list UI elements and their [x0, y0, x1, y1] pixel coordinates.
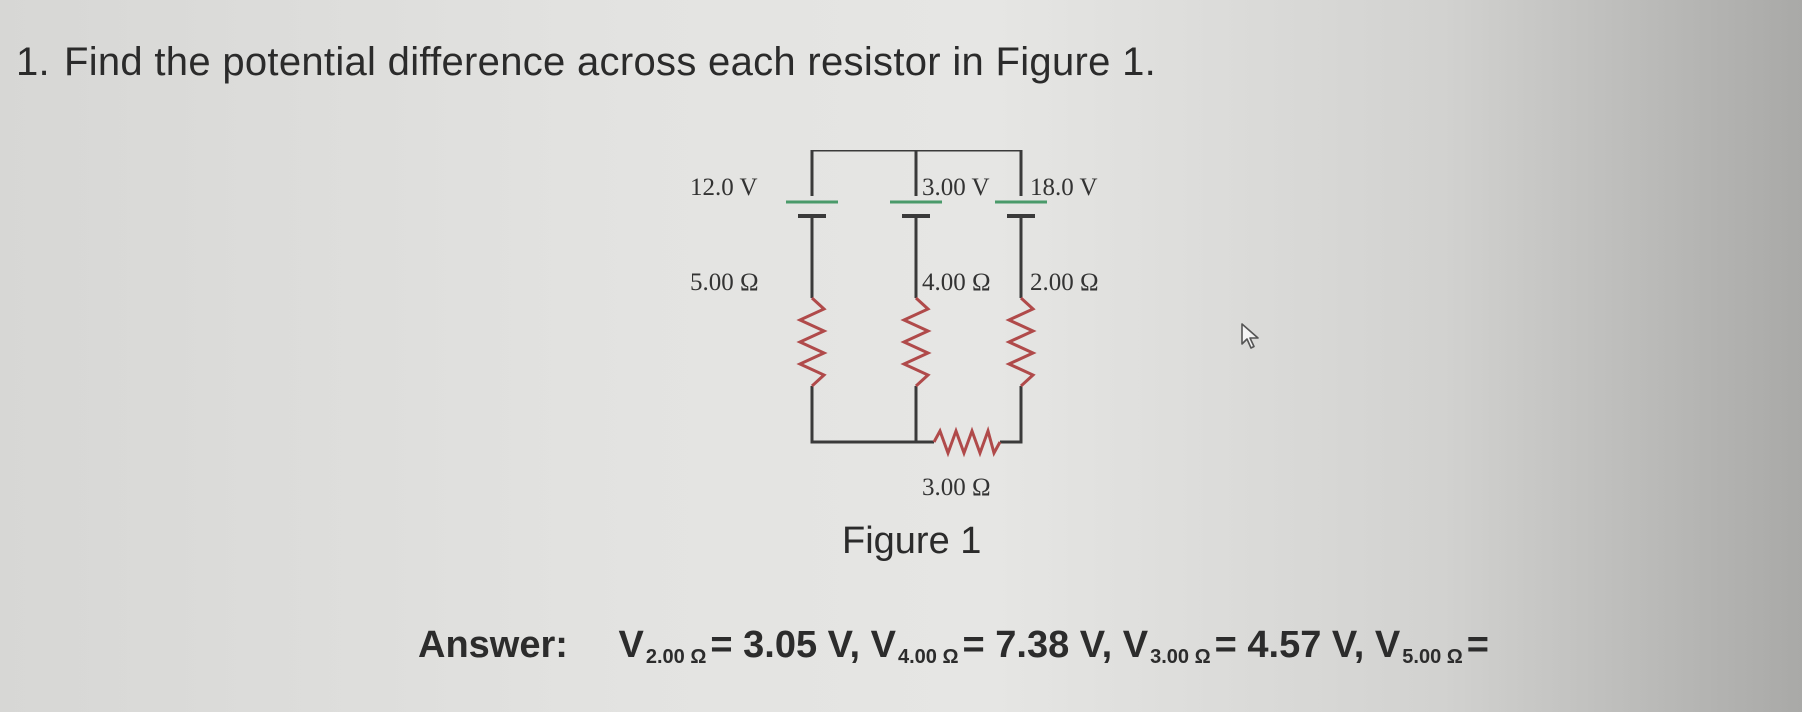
question-number: 1.	[16, 40, 50, 84]
resistor-left	[796, 296, 828, 388]
battery-middle	[890, 200, 942, 218]
circuit-figure: 12.0 V 3.00 V 18.0 V 5.00 Ω 4.00 Ω 2.00 …	[690, 150, 1170, 510]
resistor-left-label: 5.00 Ω	[690, 269, 759, 296]
resistor-bottom	[932, 426, 1002, 458]
mouse-pointer-icon	[1240, 322, 1262, 355]
question-text: 1. Find the potential difference across e…	[16, 40, 1156, 85]
resistor-bottom-label: 3.00 Ω	[922, 474, 991, 501]
battery-right	[995, 200, 1047, 218]
resistor-right	[1005, 296, 1037, 388]
question-prompt: Find the potential difference across eac…	[63, 40, 1157, 84]
figure-caption: Figure 1	[842, 520, 982, 562]
resistor-middle-label: 4.00 Ω	[922, 269, 991, 296]
battery-left	[786, 200, 838, 218]
answer-label: Answer:	[418, 624, 568, 666]
battery-middle-label: 3.00 V	[922, 174, 990, 201]
battery-left-label: 12.0 V	[690, 174, 758, 201]
circuit-diagram: 12.0 V 3.00 V 18.0 V 5.00 Ω 4.00 Ω 2.00 …	[690, 150, 1099, 501]
battery-right-label: 18.0 V	[1030, 174, 1098, 201]
circuit-wires	[810, 150, 1023, 444]
resistor-right-label: 2.00 Ω	[1030, 269, 1099, 296]
resistor-middle	[900, 296, 932, 388]
